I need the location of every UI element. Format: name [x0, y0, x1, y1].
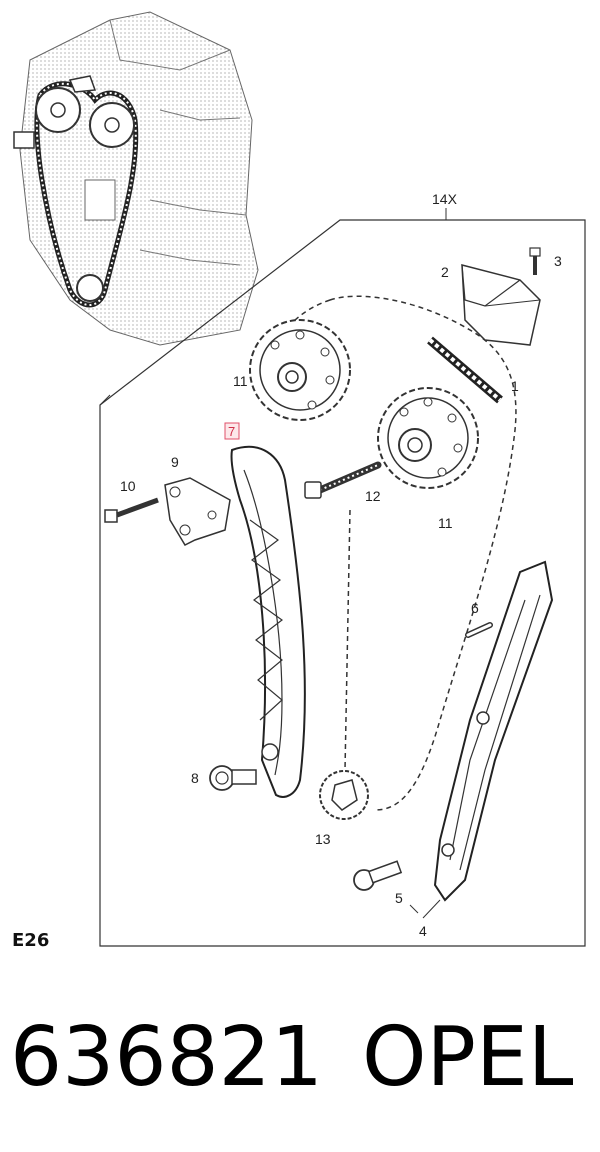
- callout-9: 9: [171, 454, 179, 470]
- guide-rail-bolt: [353, 860, 403, 891]
- brand-name: OPEL: [362, 1010, 574, 1105]
- kit-frame: [99, 208, 586, 947]
- chain-segment: [427, 336, 503, 404]
- tensioner-rail: [230, 445, 306, 798]
- chain-tensioner: [461, 264, 541, 346]
- bracket-bolt: [104, 497, 159, 523]
- fixed-guide-rail: [433, 560, 554, 902]
- callout-4: 4: [419, 923, 427, 939]
- engine-overview-illustration: [13, 11, 259, 346]
- guide-bracket: [164, 477, 231, 546]
- callout-12: 12: [365, 488, 381, 504]
- callout-6: 6: [471, 600, 479, 616]
- callout-11-lower: 11: [438, 515, 453, 531]
- timing-chain-path: [269, 295, 517, 811]
- camshaft-sprocket-upper: [249, 319, 351, 421]
- callout-7: 7: [228, 424, 235, 439]
- leader-lines: [409, 899, 441, 919]
- part-number: 636821: [10, 1010, 323, 1105]
- camshaft-sprocket-lower: [377, 387, 479, 489]
- sprocket-bolt: [304, 461, 382, 499]
- callout-8: 8: [191, 770, 199, 786]
- callout-11-upper: 11: [233, 373, 248, 389]
- crankshaft-sprocket: [319, 770, 369, 820]
- callout-1: 1: [511, 378, 519, 394]
- callout-5: 5: [395, 890, 403, 906]
- callout-13: 13: [315, 831, 331, 847]
- callout-2: 2: [441, 264, 449, 280]
- callout-7-highlight: 7: [224, 422, 240, 440]
- tensioner-bolt: [529, 247, 541, 275]
- kit-label: 14X: [432, 191, 458, 207]
- guide-pin: [465, 622, 493, 638]
- rail-pivot-bolt: [209, 765, 257, 791]
- sheet-code: E26: [12, 930, 49, 951]
- callout-10: 10: [120, 478, 136, 494]
- callout-3: 3: [554, 253, 562, 269]
